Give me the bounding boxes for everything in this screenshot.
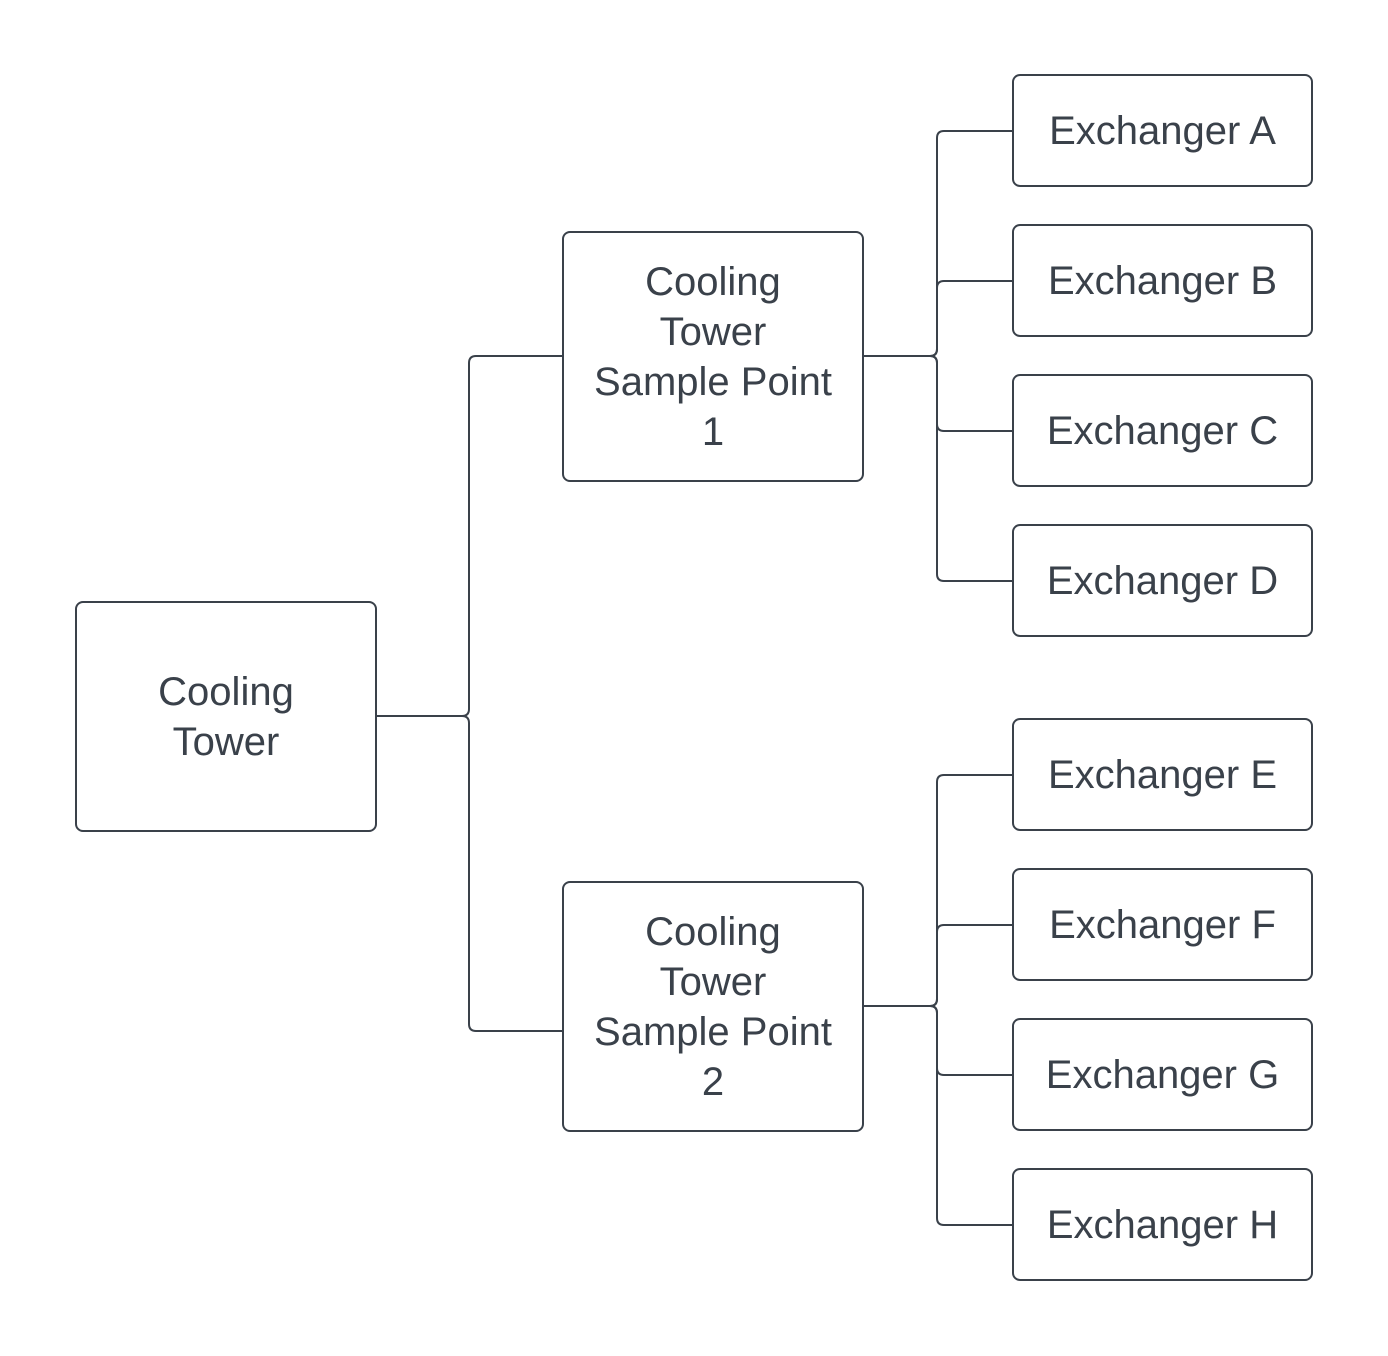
exchanger-e-node[interactable]: Exchanger E bbox=[1012, 718, 1313, 831]
connector-sp1-exD bbox=[864, 355, 1012, 582]
exchanger-a-label: Exchanger A bbox=[1049, 108, 1276, 153]
exchanger-e-label: Exchanger E bbox=[1047, 752, 1278, 797]
sample-point-2-label: Cooling Tower Sample Point 2 bbox=[594, 909, 832, 1104]
cooling-tower-label: Cooling Tower bbox=[158, 669, 294, 764]
connector-root-sp1 bbox=[377, 355, 562, 717]
exchanger-c-node[interactable]: Exchanger C bbox=[1012, 374, 1313, 487]
connector-sp2-exH bbox=[864, 1005, 1012, 1226]
exchanger-b-node[interactable]: Exchanger B bbox=[1012, 224, 1313, 337]
sample-point-1-label: Cooling Tower Sample Point 1 bbox=[594, 259, 832, 454]
connector-root-sp2 bbox=[377, 715, 562, 1032]
sample-point-2-node[interactable]: Cooling Tower Sample Point 2 bbox=[562, 881, 864, 1132]
connector-sp2-exF bbox=[864, 924, 1012, 1007]
connector-sp1-exB bbox=[864, 280, 1012, 357]
sample-point-1-node[interactable]: Cooling Tower Sample Point 1 bbox=[562, 231, 864, 482]
cooling-tower-node[interactable]: Cooling Tower bbox=[75, 601, 377, 832]
exchanger-a-node[interactable]: Exchanger A bbox=[1012, 74, 1313, 187]
exchanger-d-label: Exchanger D bbox=[1046, 558, 1279, 603]
exchanger-h-node[interactable]: Exchanger H bbox=[1012, 1168, 1313, 1281]
exchanger-d-node[interactable]: Exchanger D bbox=[1012, 524, 1313, 637]
exchanger-f-label: Exchanger F bbox=[1049, 902, 1276, 947]
exchanger-b-label: Exchanger B bbox=[1047, 258, 1278, 303]
exchanger-h-label: Exchanger H bbox=[1046, 1202, 1279, 1247]
exchanger-g-node[interactable]: Exchanger G bbox=[1012, 1018, 1313, 1131]
exchanger-g-label: Exchanger G bbox=[1045, 1052, 1280, 1097]
exchanger-c-label: Exchanger C bbox=[1046, 408, 1279, 453]
exchanger-f-node[interactable]: Exchanger F bbox=[1012, 868, 1313, 981]
